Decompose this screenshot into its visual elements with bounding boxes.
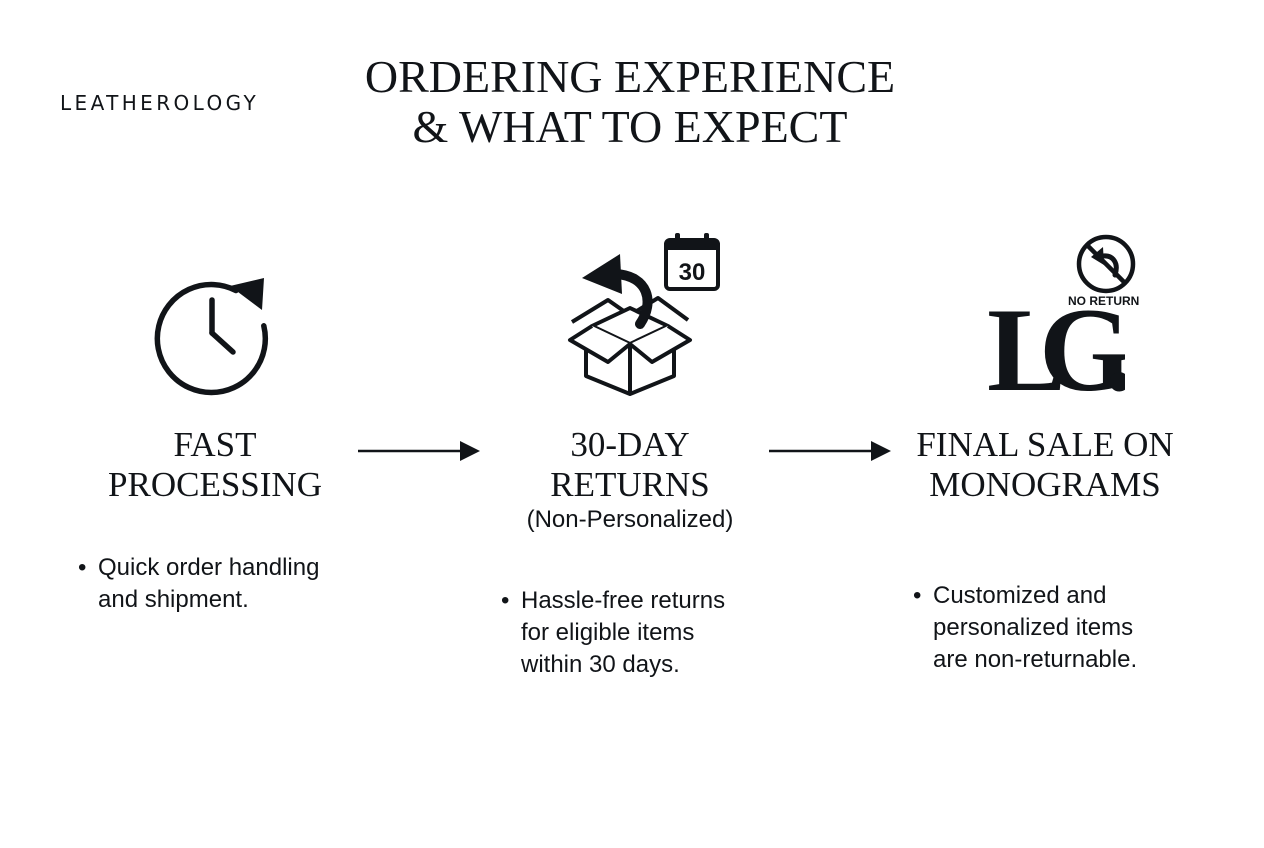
bullet-line: Quick order handling — [98, 554, 320, 581]
no-return-icon — [1076, 234, 1136, 294]
step-fast-processing-bullet: • Quick order handling and shipment. — [78, 552, 378, 622]
bullet-dot: • — [501, 587, 510, 614]
page-title: ORDERING EXPERIENCE & WHAT TO EXPECT — [330, 52, 930, 152]
bullet-line: Customized and — [933, 582, 1107, 609]
bullet-line: are non-returnable. — [933, 646, 1138, 673]
clock-refresh-icon — [154, 278, 269, 396]
calendar-number: 30 — [679, 259, 706, 286]
step-30-day-returns-title: 30-DAY RETURNS — [480, 425, 780, 505]
arrow-right-icon — [358, 441, 480, 461]
step-final-sale-bullet: • Customized and personalized items are … — [913, 580, 1213, 680]
page-title-line-1: ORDERING EXPERIENCE — [364, 51, 896, 102]
step-title-line: FINAL SALE ON — [916, 425, 1174, 464]
brand-logo: LEATHEROLOGY — [60, 91, 260, 115]
bullet-line: and shipment. — [98, 586, 249, 613]
step-title-line: MONOGRAMS — [929, 465, 1161, 504]
bullet-dot: • — [913, 582, 922, 609]
bullet-line: Hassle-free returns — [521, 587, 726, 614]
calendar-icon: 30 — [664, 233, 720, 291]
step-30-day-returns-bullet: • Hassle-free returns for eligible items… — [501, 585, 801, 685]
bullet-line: within 30 days. — [521, 651, 680, 678]
bullet-dot: • — [78, 554, 87, 581]
arrow-right-icon — [769, 441, 891, 461]
monogram-text: LG. — [987, 283, 1125, 398]
return-box-icon — [568, 254, 692, 396]
step-title-line: PROCESSING — [108, 465, 322, 504]
no-return-label: NO RETURN — [1068, 294, 1140, 308]
step-title-line: RETURNS — [550, 465, 710, 504]
monogram-icon: LG. — [987, 283, 1125, 398]
bullet-line: for eligible items — [521, 619, 695, 646]
step-30-day-returns-subtitle: (Non-Personalized) — [526, 506, 734, 533]
step-title-line: 30-DAY — [570, 425, 690, 464]
step-fast-processing-title: FAST PROCESSING — [65, 425, 365, 505]
bullet-line: personalized items — [933, 614, 1134, 641]
step-final-sale-title: FINAL SALE ON MONOGRAMS — [890, 425, 1200, 505]
page-title-line-2: & WHAT TO EXPECT — [412, 101, 848, 152]
step-title-line: FAST — [173, 425, 257, 464]
